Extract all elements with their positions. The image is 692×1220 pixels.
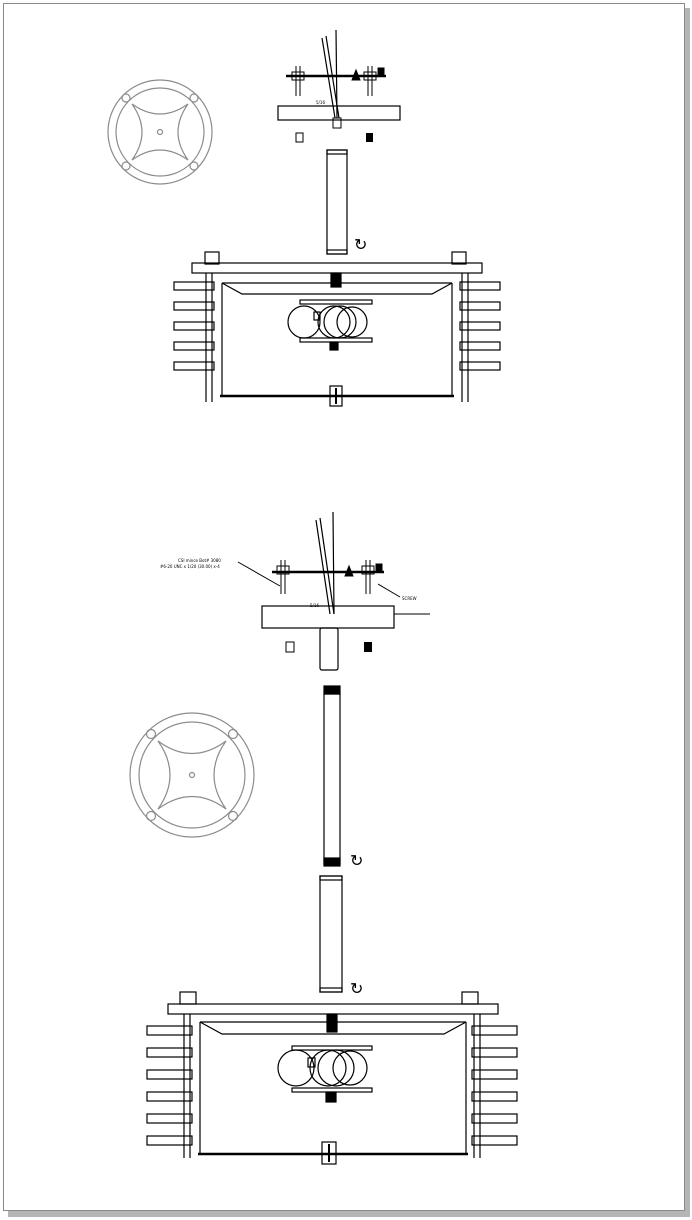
top-mounting-bar (286, 66, 386, 96)
top-stem (326, 149, 348, 255)
top-fixture-body (173, 251, 501, 407)
top-canopy-note: 5/16 (316, 100, 325, 105)
bottom-fixture-body (146, 991, 518, 1165)
bottom-callout-left-line1: CSI mince Bot# 3080 (178, 558, 221, 563)
top-assembly: 5/16 ↻ (107, 29, 501, 407)
rotate-arrow-icon: ↻ (354, 235, 367, 254)
bottom-lower-stem (319, 875, 343, 993)
bottom-callout-left-line2: #6-20 UNC x 1/20 (30.00) x-4 (160, 564, 220, 569)
top-medallion (107, 79, 213, 185)
bottom-assembly: CSI mince Bot# 3080 #6-20 UNC x 1/20 (30… (129, 511, 518, 1165)
top-canopy: 5/16 (277, 100, 401, 143)
bottom-canopy-note: 5/16 (310, 603, 319, 608)
bottom-mounting-bar (237, 560, 401, 598)
sheet-shadow-bottom (8, 1211, 690, 1217)
rotate-arrow-icon: ↻ (350, 979, 363, 998)
rotate-arrow-icon: ↻ (350, 851, 363, 870)
sheet-shadow-right (685, 8, 690, 1216)
bottom-callout-right: SCREW (402, 596, 417, 601)
bottom-upper-stem (323, 685, 341, 867)
bottom-medallion (129, 712, 255, 838)
drawing-sheet (3, 3, 685, 1211)
bottom-canopy: 5/16 (261, 603, 430, 671)
bottom-chain (315, 511, 335, 615)
